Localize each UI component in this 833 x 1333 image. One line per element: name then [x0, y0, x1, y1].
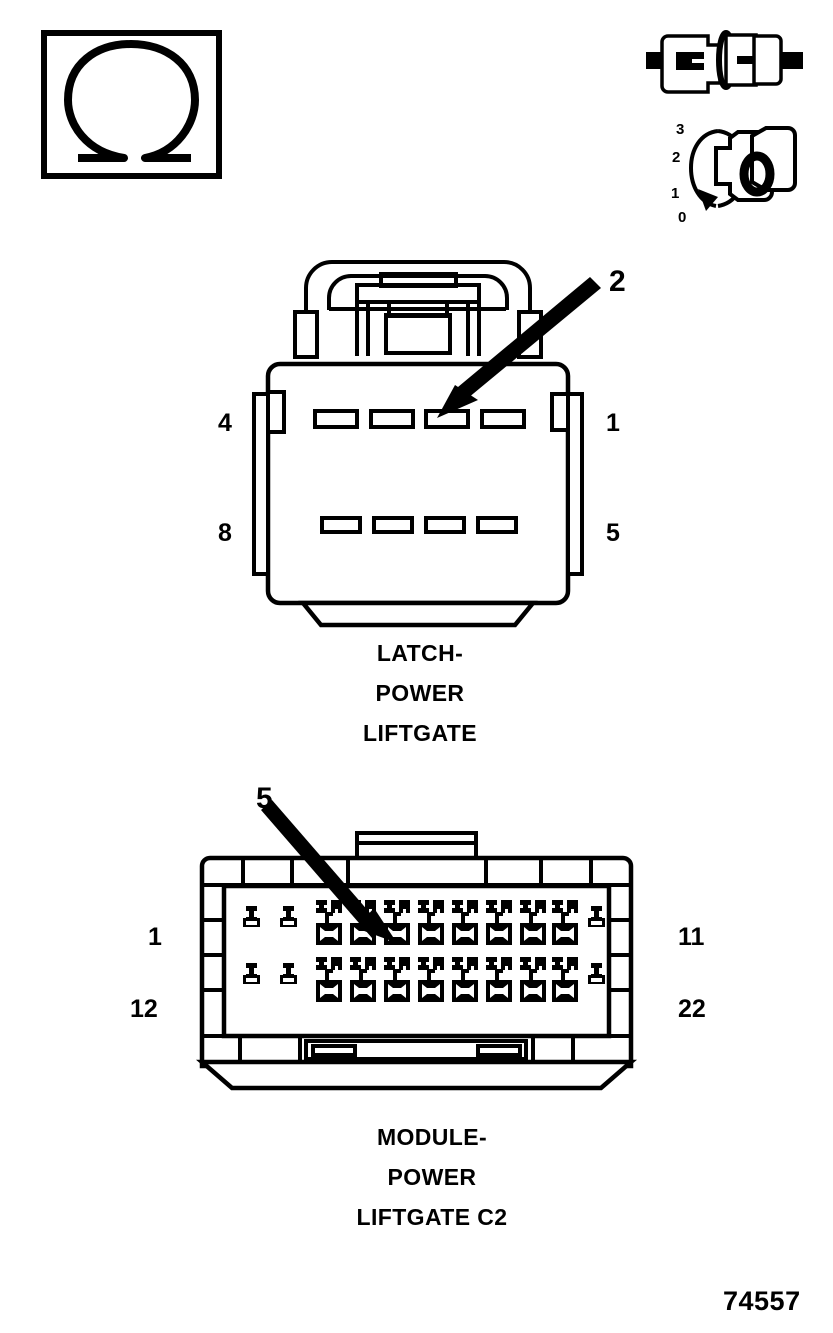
- connector-module-power-liftgate-c2: [195, 831, 638, 1091]
- dial-label-3: 3: [676, 121, 685, 138]
- figure-part-number: 74557: [723, 1286, 801, 1316]
- connector-coupling-icon: [646, 30, 803, 94]
- caption-line-3-c2: LIFTGATE C2: [356, 1204, 508, 1230]
- pin-label-bottom-left-c2: 12: [130, 995, 158, 1023]
- dial-label-1: 1: [671, 185, 680, 202]
- caption-line-2-c2: POWER: [387, 1164, 477, 1190]
- dial-label-2: 2: [672, 149, 681, 166]
- pin-label-top-right-c1: 1: [606, 409, 620, 437]
- key-position-dial-icon: [688, 126, 797, 211]
- pin-label-top-left-c2: 1: [148, 923, 162, 951]
- pin-label-top-right-c2: 11: [678, 923, 705, 951]
- connector-latch-power-liftgate: [252, 260, 584, 628]
- pin-label-bottom-right-c2: 22: [678, 995, 706, 1023]
- caption-line-2-c1: POWER: [375, 680, 465, 706]
- ohm-symbol-box: [41, 30, 222, 179]
- caption-line-3-c1: LIFTGATE: [363, 720, 477, 746]
- callout-arrow-2: [437, 277, 601, 418]
- pin-label-bottom-left-c1: 8: [218, 519, 232, 547]
- pin-label-top-left-c1: 4: [218, 409, 232, 437]
- caption-line-1-c1: LATCH-: [376, 640, 464, 666]
- callout-arrow-5: [261, 800, 397, 943]
- pin-label-bottom-right-c1: 5: [606, 519, 620, 547]
- callout-number-5: 5: [256, 782, 273, 815]
- dial-label-0: 0: [678, 209, 687, 226]
- caption-line-1-c2: MODULE-: [376, 1124, 488, 1150]
- callout-number-2: 2: [609, 265, 626, 298]
